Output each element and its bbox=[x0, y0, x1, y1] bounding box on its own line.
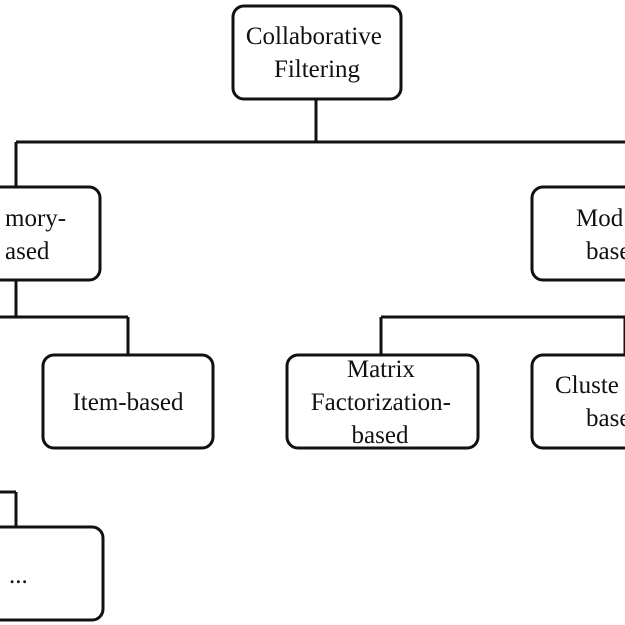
node-model-based-box bbox=[530, 185, 625, 282]
node-root-box bbox=[231, 4, 403, 101]
node-root-label: Collaborative Filtering bbox=[246, 23, 388, 83]
connectors bbox=[0, 100, 625, 527]
nodes bbox=[0, 4, 625, 622]
node-matrix-factorization-label: Matrix Factorization- based bbox=[311, 356, 457, 449]
node-clustering-based-box bbox=[530, 353, 625, 450]
node-ellipsis-label: ... bbox=[9, 562, 28, 589]
node-model-based-label: Mod base bbox=[576, 205, 625, 265]
node-item-based-label: Item-based bbox=[72, 389, 184, 416]
labels: Collaborative Filtering mory- ased Mod b… bbox=[5, 23, 625, 589]
node-memory-based-label: mory- ased bbox=[5, 205, 72, 265]
node-matrix-factorization-box bbox=[285, 353, 480, 450]
node-item-based-box bbox=[41, 353, 215, 450]
node-ellipsis-box bbox=[0, 525, 105, 622]
node-memory-based-box bbox=[0, 185, 102, 282]
node-clustering-based-label: Cluste base bbox=[555, 372, 625, 432]
